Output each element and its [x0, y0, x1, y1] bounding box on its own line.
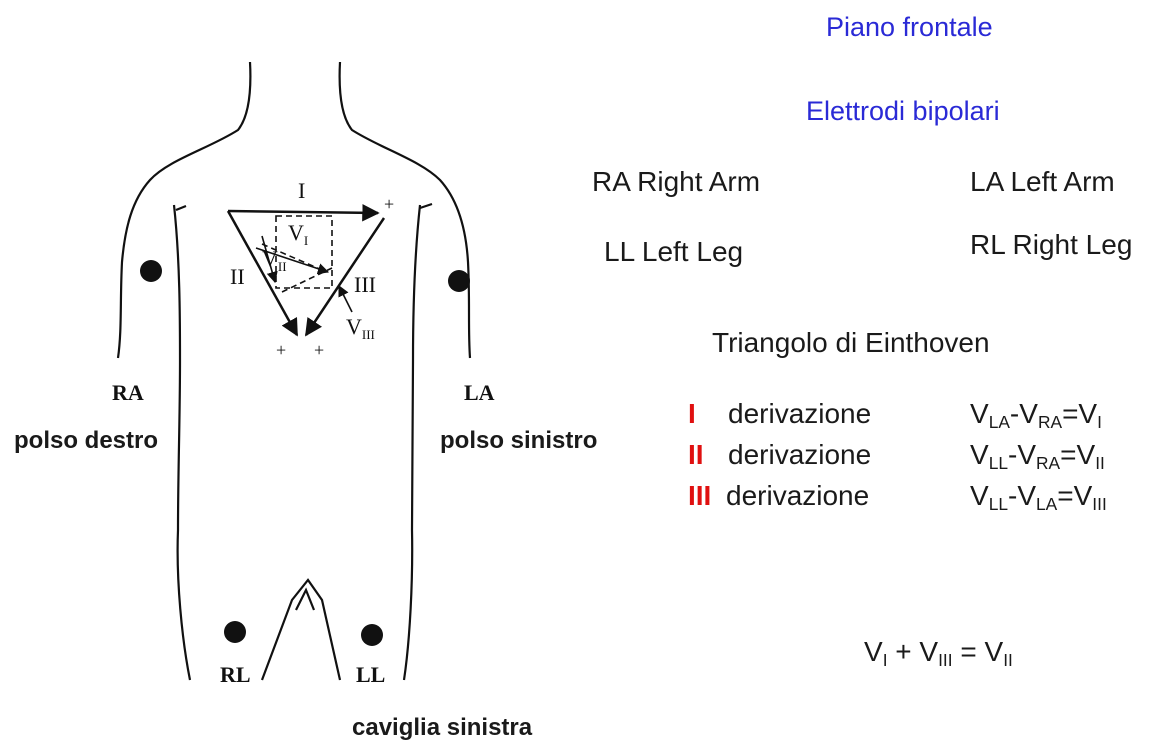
electrode-ll	[361, 624, 383, 646]
legend-ra: RA Right Arm	[592, 166, 760, 198]
plus-sign: +	[276, 340, 286, 360]
derivation-row: I	[688, 398, 696, 430]
einthoven-body-diagram: I II III + + + VI VII VIII RA LA RL LL	[0, 0, 600, 747]
legend-rl: RL Right Leg	[970, 229, 1132, 261]
derivation-equation: VLL-VLA=VIII	[970, 480, 1107, 515]
lead-i-vector	[228, 211, 378, 213]
ra-label: RA	[112, 380, 144, 405]
lead-ii-label: II	[230, 264, 245, 289]
vector-v3-label: VIII	[346, 314, 375, 342]
lead-i-label: I	[298, 178, 305, 203]
derivation-row: II	[688, 439, 704, 471]
triangle-title: Triangolo di Einthoven	[712, 327, 990, 359]
electrodes-heading: Elettrodi bipolari	[806, 96, 1000, 127]
derivation-equation: VLL-VRA=VII	[970, 439, 1105, 474]
derivation-numeral: III	[688, 480, 711, 511]
plus-sign: +	[314, 340, 324, 360]
polso-sinistro-label: polso sinistro	[440, 427, 597, 455]
electrode-la	[448, 270, 470, 292]
derivation-word: derivazione	[728, 398, 871, 430]
legend-la: LA Left Arm	[970, 166, 1115, 198]
plane-heading: Piano frontale	[826, 12, 993, 43]
derivation-word: derivazione	[726, 480, 869, 512]
derivation-equation: VLA-VRA=VI	[970, 398, 1102, 433]
legend-ll: LL Left Leg	[604, 236, 743, 268]
plus-sign: +	[384, 194, 394, 214]
vector-v2-label: VII	[262, 246, 287, 274]
derivation-numeral: I	[688, 398, 696, 429]
electrode-ra	[140, 260, 162, 282]
caviglia-sinistra-label: caviglia sinistra	[352, 714, 532, 742]
electrode-rl	[224, 621, 246, 643]
polso-destro-label: polso destro	[14, 427, 158, 455]
lead-iii-label: III	[354, 272, 376, 297]
sum-equation: VI + VIII = VII	[864, 636, 1013, 671]
derivation-row: III	[688, 480, 711, 512]
rl-label: RL	[220, 662, 251, 687]
la-label: LA	[464, 380, 495, 405]
ll-label: LL	[356, 662, 385, 687]
derivation-word: derivazione	[728, 439, 871, 471]
body-outline	[118, 62, 470, 680]
vector-v1-label: VI	[288, 220, 308, 248]
derivation-numeral: II	[688, 439, 704, 470]
